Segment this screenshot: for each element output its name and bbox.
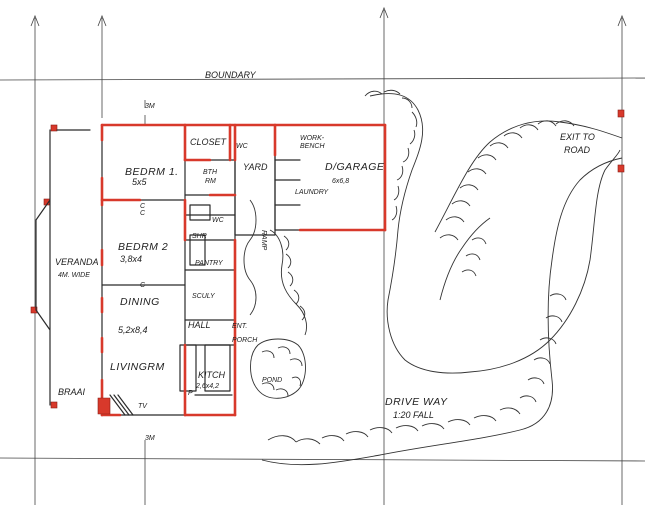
hall-label: HALL [188, 320, 211, 330]
yard-label: YARD [243, 162, 268, 172]
tv-label: TV [138, 403, 148, 410]
scully-label: SCULY [192, 293, 216, 300]
setback-top-label: 3M [145, 103, 155, 110]
livingroom-label: LIVINGRM [110, 361, 165, 373]
closet-c-2: C [140, 210, 146, 217]
entrance-label: ENT. [232, 323, 247, 330]
wc-small-label: WC [236, 143, 249, 150]
closet-label: CLOSET [190, 137, 228, 147]
pantry-label: PANTRY [195, 260, 224, 267]
bathroom-label-2: RM [205, 178, 216, 185]
bathroom-label: BTH [203, 169, 218, 176]
dining-size: 5,2x8,4 [118, 325, 148, 335]
driveway-stones [261, 89, 623, 466]
porch-label: PORCH [232, 337, 258, 344]
bedroom1-size: 5x5 [132, 177, 148, 187]
kitchen-label: KITCH [198, 370, 226, 380]
braai-steps [97, 394, 134, 416]
veranda-label: VERANDA [55, 257, 99, 267]
wc-label: WC [212, 217, 225, 224]
garage-label: D/GARAGE [325, 161, 385, 173]
braai-label: BRAAI [58, 387, 86, 397]
dining-label: DINING [120, 296, 160, 308]
bedroom2-size: 3,8x4 [120, 254, 142, 264]
pond-label: POND [262, 377, 282, 384]
north-arrows [30, 6, 627, 505]
driveway-label: DRIVE WAY [385, 396, 448, 408]
ramp-label: RAMP [260, 230, 267, 251]
exit-road-label: ROAD [564, 145, 591, 155]
workbench-label: WORK- [300, 135, 325, 142]
shower-label: SHR [192, 233, 207, 240]
garage-size: 6x6,8 [332, 178, 349, 185]
setback-bottom-label: 3M [145, 435, 155, 442]
bedroom1-label: BEDRM 1. [125, 166, 179, 178]
kitchen-size: 2,6x4,2 [195, 383, 219, 390]
bedroom2-label: BEDRM 2 [118, 241, 168, 253]
exit-label: EXIT TO [560, 132, 595, 142]
driveway-fall-label: 1:20 FALL [393, 410, 434, 420]
veranda-columns [30, 109, 625, 409]
ramp-and-paving [243, 199, 308, 399]
closet-c-3: C [140, 282, 146, 289]
veranda-width-label: 4M. WIDE [58, 272, 90, 279]
boundary-label: BOUNDARY [205, 70, 257, 80]
pantry-p: P [188, 390, 193, 397]
boundary-lines [0, 77, 645, 462]
laundry-label: LAUNDRY [295, 189, 330, 196]
workbench-label-2: BENCH [300, 143, 325, 150]
red-walls [100, 123, 387, 417]
closet-c-1: C [140, 203, 146, 210]
